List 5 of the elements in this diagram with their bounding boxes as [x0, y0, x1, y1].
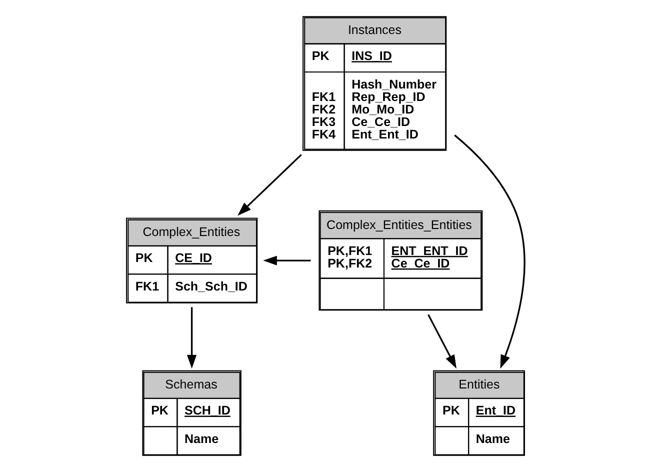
arrow	[428, 314, 456, 369]
arrow	[454, 134, 526, 369]
arrow	[238, 154, 302, 216]
arrow	[263, 256, 311, 266]
arrow	[186, 307, 197, 369]
